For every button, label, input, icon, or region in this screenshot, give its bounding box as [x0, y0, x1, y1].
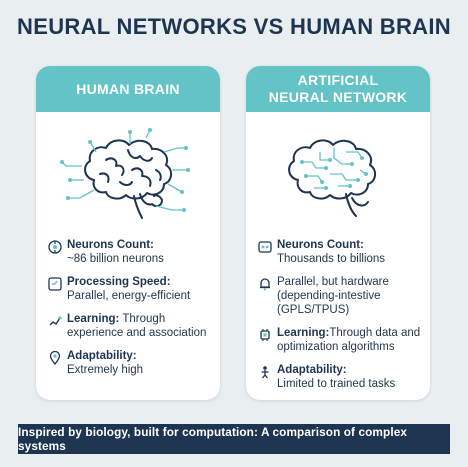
brain-outline-icon: [36, 118, 220, 238]
location-pin-icon: [48, 351, 62, 365]
figure-icon: [258, 365, 272, 379]
list-item: Neurons Count: ~86 billion neurons: [48, 238, 216, 266]
stat-value: Parallel, energy-efficient: [67, 290, 191, 302]
bell-icon: [258, 277, 272, 291]
neural-network-heading: ARTIFICIAL NEURAL NETWORK: [246, 66, 430, 112]
stat-value: Parallel, but hardware (depending-intest…: [277, 276, 389, 316]
neural-network-card: ARTIFICIAL NEURAL NETWORK: [246, 66, 430, 400]
speed-gauge-icon: [48, 277, 62, 291]
stat-value: Extremely high: [67, 364, 144, 376]
stat-value: Through data and optimization algorithms: [277, 327, 421, 353]
neural-network-stats: Neurons Count: Thousands to billions Para…: [258, 238, 426, 400]
neuron-icon: [48, 240, 62, 254]
chip-icon: [258, 328, 272, 342]
list-item: Learning: Through experience and associa…: [48, 312, 216, 340]
stat-label: Processing Speed:: [67, 276, 171, 288]
stat-label: Learning:: [67, 313, 120, 325]
human-brain-card: HUMAN BRAIN: [36, 66, 220, 400]
list-item: Adaptability: Extremely high: [48, 349, 216, 377]
human-brain-stats: Neurons Count: ~86 billion neurons Proces…: [48, 238, 216, 386]
list-item: Neurons Count: Thousands to billions: [258, 238, 426, 266]
stat-label: Neurons Count:: [277, 239, 364, 251]
stat-label: Learning:: [277, 327, 330, 339]
list-item: Adaptability: Limited to trained tasks: [258, 363, 426, 391]
list-item: Learning:Through data and optimization a…: [258, 326, 426, 354]
list-item: Parallel, but hardware (depending-intest…: [258, 275, 426, 317]
stat-value: ~86 billion neurons: [67, 253, 164, 265]
stat-value: Thousands to billions: [277, 253, 386, 265]
network-icon: [258, 240, 272, 254]
stat-label: Adaptability:: [67, 350, 137, 362]
footer-banner: Inspired by biology, built for computati…: [18, 424, 450, 454]
page-title: NEURAL NETWORKS VS HUMAN BRAIN: [17, 14, 451, 39]
stat-value: Limited to trained tasks: [277, 378, 396, 390]
human-brain-heading: HUMAN BRAIN: [36, 66, 220, 112]
stat-label: Adaptability:: [277, 364, 347, 376]
circuit-brain-icon: [246, 118, 430, 238]
stat-value: Through experience and association: [67, 313, 207, 339]
stat-label: Neurons Count:: [67, 239, 154, 251]
list-item: Processing Speed: Parallel, energy-effici…: [48, 275, 216, 303]
learning-icon: [48, 314, 62, 328]
